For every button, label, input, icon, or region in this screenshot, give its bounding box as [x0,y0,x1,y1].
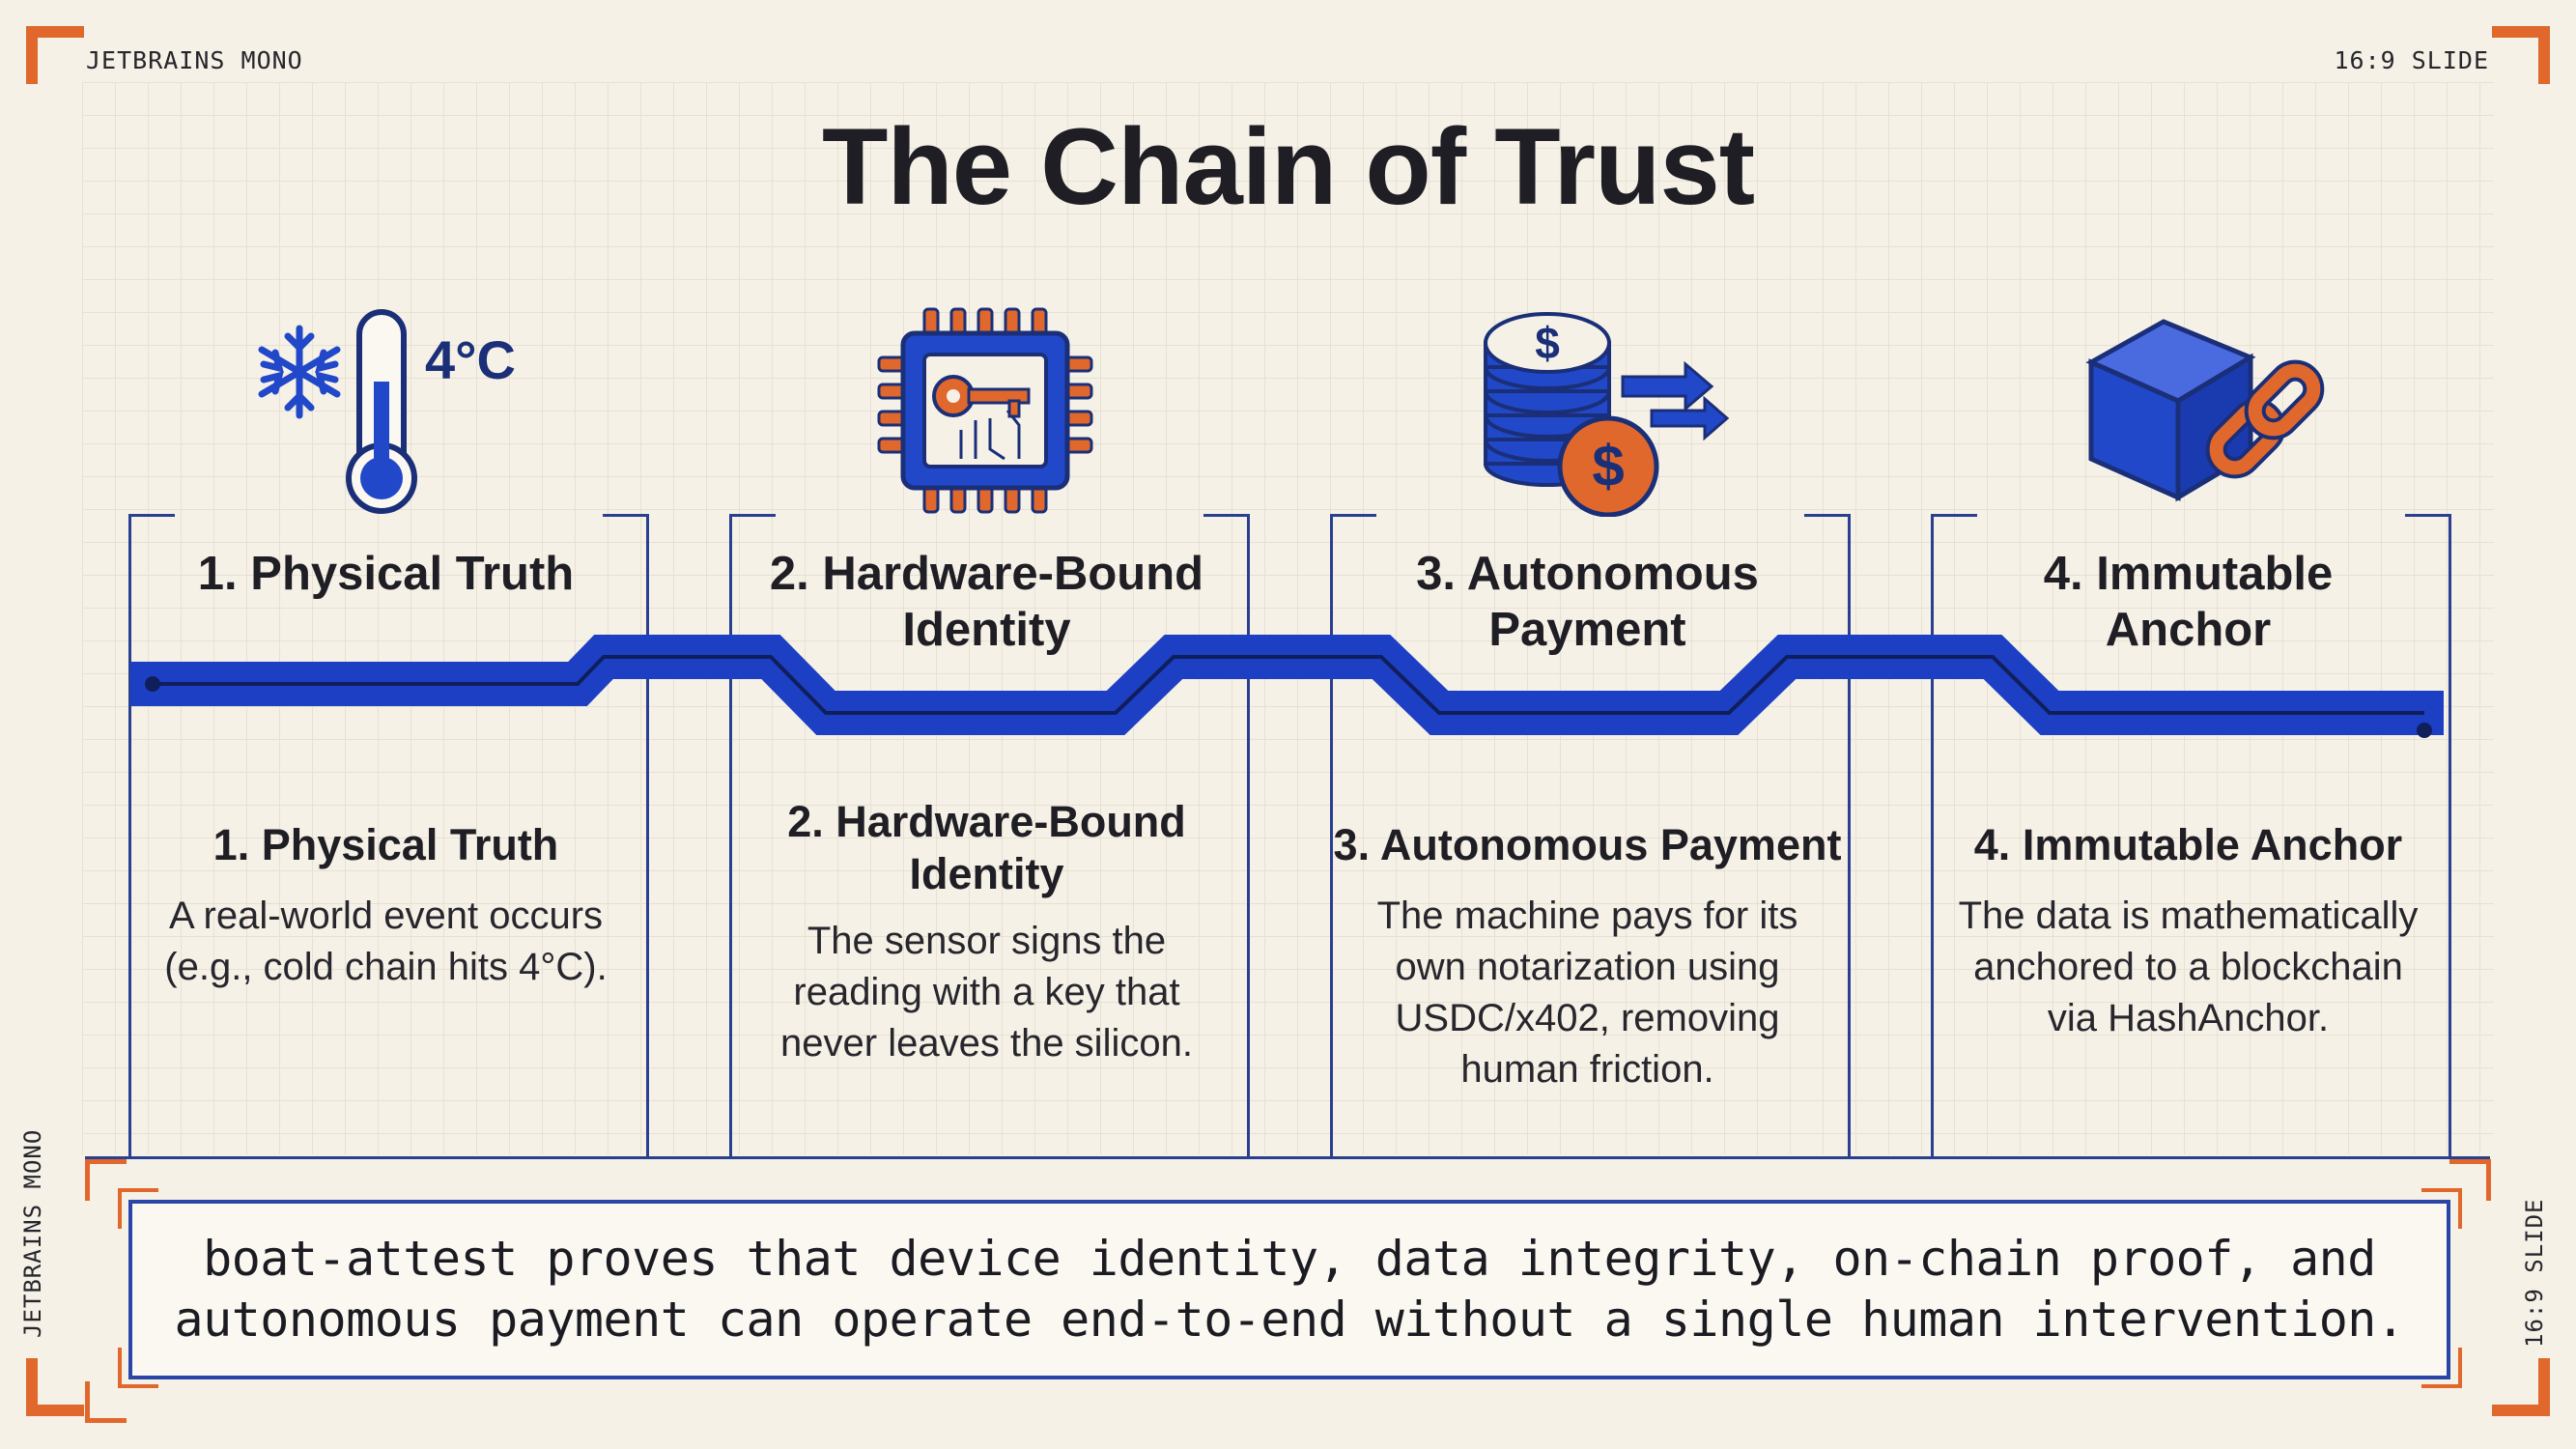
banner-inner-bracket-tl [118,1188,158,1229]
coins-transfer-icon: $ $ [1478,304,1730,521]
background-grid [82,82,2494,1154]
font-tag-top-left: JETBRAINS MONO [86,46,303,74]
banner-inner-bracket-br [2421,1348,2462,1388]
banner-inner-bracket-bl [118,1348,158,1388]
banner-inner-bracket-tr [2421,1188,2462,1229]
summary-text: boat-attest proves that device identity,… [174,1231,2406,1348]
corner-bracket-top-right [2492,26,2550,84]
temperature-reading: 4°C [425,329,516,390]
corner-bracket-top-left [26,26,84,84]
step-1-description: A real-world event occurs(e.g., cold cha… [164,895,608,988]
banner-outer-frame [85,1156,2490,1394]
banner-bracket-tl [85,1159,127,1201]
summary-banner: boat-attest proves that device identity,… [128,1200,2450,1379]
step-frame-1 [128,514,649,1156]
step-frame-2 [729,514,1250,1156]
step-4-title: 4. Immutable Anchor [1973,820,2403,869]
step-frame-4 [1931,514,2451,1156]
thermometer-snowflake-icon [246,304,536,521]
corner-bracket-bottom-right [2492,1358,2550,1416]
svg-text:$: $ [1592,434,1624,498]
step-frame-3 [1330,514,1851,1156]
page-title: The Chain of Trust [821,106,1755,227]
step-1-header: 1. Physical Truth [197,548,575,600]
format-tag-top-right: 16:9 SLIDE [2334,46,2489,74]
banner-bracket-bl [85,1381,127,1423]
cube-chain-icon [2081,304,2333,521]
step-1-title: 1. Physical Truth [212,820,559,869]
banner-bracket-tr [2449,1159,2491,1201]
corner-bracket-bottom-left [26,1358,84,1416]
step-3-title: 3. Autonomous Payment [1333,820,1842,869]
chip-key-icon [874,304,1096,521]
svg-text:$: $ [1535,318,1560,368]
